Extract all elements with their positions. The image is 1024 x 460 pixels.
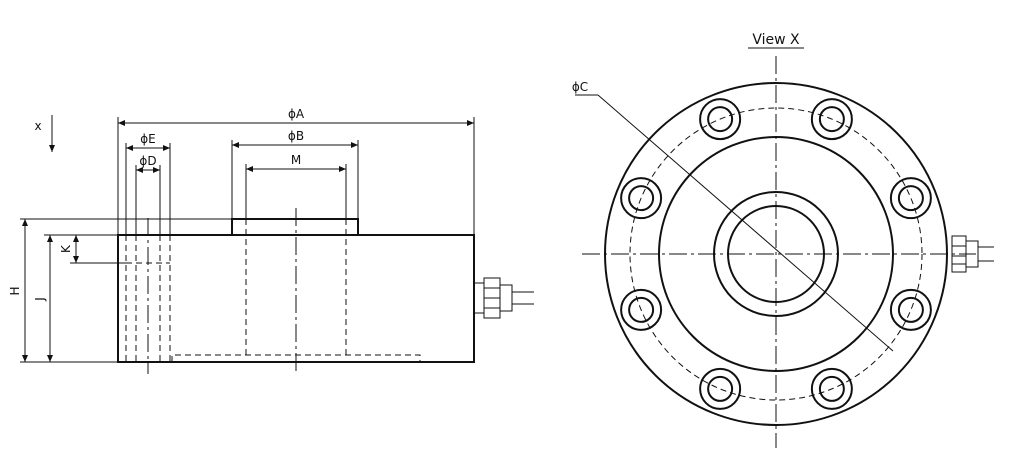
dim-label-h: H	[8, 286, 22, 295]
bolt-hole-counterbore	[620, 288, 663, 331]
top-boss	[231, 218, 359, 236]
bolt-hole	[628, 296, 655, 323]
view-title: View X	[752, 32, 800, 48]
view-arrow-label: x	[34, 119, 41, 133]
cable-gland-top	[951, 235, 994, 273]
bolt-hole	[628, 185, 655, 212]
bolt-hole-counterbore	[620, 177, 663, 220]
bolt-hole-counterbore	[810, 98, 853, 141]
outer-flange	[604, 82, 948, 426]
dim-label-d: ϕD	[139, 154, 156, 168]
bolt-hole	[818, 375, 845, 402]
cable-gland	[473, 277, 534, 319]
bolt-hole-counterbore	[810, 367, 853, 410]
dim-label-e: ϕE	[140, 132, 156, 146]
bolt-circle	[629, 107, 923, 401]
dim-label-k: K	[59, 244, 73, 253]
side-view: ϕA ϕB M ϕE ϕD H J K	[8, 107, 534, 374]
bolt-hole	[707, 375, 734, 402]
dim-line-c	[597, 94, 894, 352]
bolt-hole-counterbore	[699, 98, 742, 141]
hub-outer	[713, 191, 839, 317]
bolt-hole-counterbore	[699, 367, 742, 410]
bolt-hole	[897, 185, 924, 212]
dim-label-c: ϕC	[572, 80, 588, 94]
hub-bore	[727, 205, 825, 303]
dim-label-m: M	[291, 153, 301, 167]
dim-label-a: ϕA	[288, 107, 305, 121]
bolt-hole-counterbore	[889, 177, 932, 220]
dim-label-b: ϕB	[288, 129, 304, 143]
bolt-holes	[620, 98, 932, 410]
bolt-hole-counterbore	[889, 288, 932, 331]
inner-ring	[658, 136, 894, 372]
dim-label-j: J	[33, 297, 47, 302]
bolt-hole	[897, 296, 924, 323]
bolt-hole	[818, 106, 845, 133]
bolt-hole	[707, 106, 734, 133]
view-x: View X ϕC	[572, 32, 994, 448]
